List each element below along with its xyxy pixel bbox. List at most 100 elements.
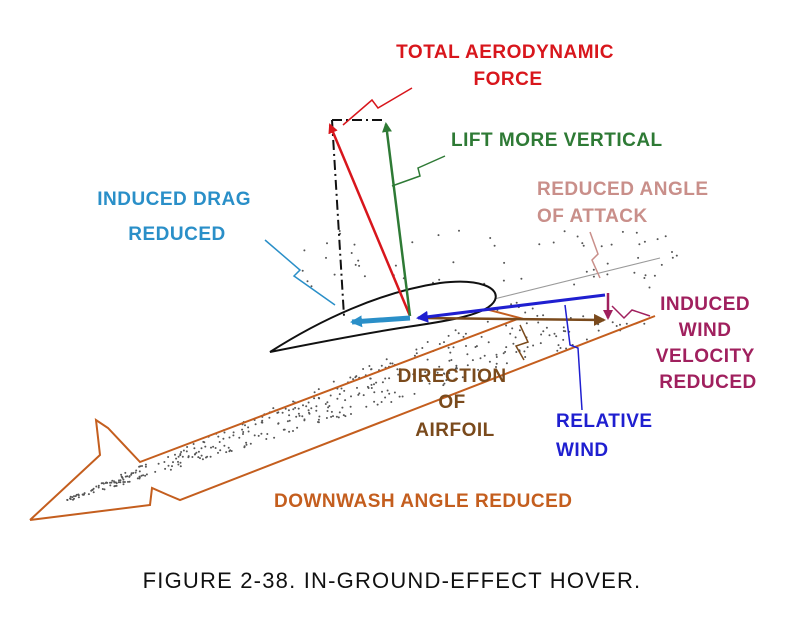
stipple-dot bbox=[197, 456, 200, 459]
stipple-dot bbox=[124, 475, 127, 478]
stipple-dot bbox=[424, 371, 427, 374]
stipple-dot bbox=[502, 352, 505, 355]
stipple-dot bbox=[144, 474, 147, 477]
stipple-dot bbox=[443, 382, 446, 385]
stipple-dot bbox=[157, 462, 160, 465]
stipple-dot bbox=[325, 417, 328, 419]
stipple-dot bbox=[247, 426, 250, 429]
stipple-dot bbox=[671, 251, 673, 253]
stipple-dot bbox=[664, 235, 667, 238]
stipple-dot bbox=[466, 364, 469, 367]
stipple-dot bbox=[357, 393, 360, 396]
stipple-dot bbox=[357, 259, 360, 262]
stipple-dot bbox=[109, 484, 112, 487]
stipple-dot bbox=[635, 231, 638, 234]
stipple-dot bbox=[122, 478, 125, 481]
stipple-dot bbox=[305, 405, 308, 408]
stipple-dot bbox=[447, 346, 450, 349]
stipple-dot bbox=[72, 498, 74, 501]
stipple-dot bbox=[310, 285, 313, 288]
stipple-dot bbox=[330, 415, 333, 418]
stipple-dot bbox=[606, 273, 609, 276]
stipple-dot bbox=[87, 493, 90, 496]
stipple-dot bbox=[342, 414, 345, 417]
stipple-dot bbox=[615, 325, 618, 327]
stipple-dot bbox=[563, 230, 566, 233]
stipple-dot bbox=[483, 354, 486, 357]
stipple-dot bbox=[358, 264, 361, 267]
stipple-dot bbox=[585, 338, 588, 341]
stipple-dot bbox=[193, 453, 196, 456]
stipple-dot bbox=[301, 415, 304, 418]
stipple-dot bbox=[415, 352, 418, 355]
stipple-dot bbox=[242, 433, 244, 435]
stipple-dot bbox=[362, 394, 365, 397]
stipple-dot bbox=[260, 432, 263, 435]
stipple-dot bbox=[438, 365, 441, 368]
stipple-dot bbox=[466, 353, 469, 356]
airfoil-direction-vector bbox=[419, 313, 606, 326]
stipple-dot bbox=[548, 334, 551, 337]
stipple-dot bbox=[398, 368, 401, 371]
stipple-dot bbox=[217, 451, 219, 454]
stipple-dot bbox=[201, 458, 204, 461]
stipple-dot bbox=[244, 424, 246, 427]
stipple-dot bbox=[230, 450, 233, 452]
stipple-dot bbox=[71, 496, 74, 499]
stipple-dot bbox=[277, 422, 280, 425]
stipple-dot bbox=[592, 268, 595, 271]
stipple-dot bbox=[438, 278, 441, 281]
relative-wind-label: RELATIVE WIND bbox=[556, 411, 658, 461]
stipple-dot bbox=[313, 391, 316, 394]
stipple-dot bbox=[545, 326, 548, 329]
airfoil bbox=[269, 280, 497, 353]
stipple-dot bbox=[210, 446, 212, 449]
stipple-dot bbox=[391, 362, 394, 365]
stipple-dot bbox=[145, 473, 148, 476]
stipple-dot bbox=[486, 320, 489, 323]
stipple-dot bbox=[350, 413, 352, 415]
stipple-dot bbox=[381, 381, 384, 384]
stipple-dot bbox=[376, 403, 379, 406]
stipple-dot bbox=[268, 416, 271, 419]
stipple-dot bbox=[179, 461, 182, 464]
stipple-dot bbox=[349, 405, 352, 408]
stipple-dot bbox=[287, 409, 290, 412]
stipple-dot bbox=[524, 311, 527, 314]
stipple-dot bbox=[217, 435, 220, 438]
figure-caption: FIGURE 2-38. IN-GROUND-EFFECT HOVER. bbox=[143, 568, 642, 593]
stipple-dot bbox=[526, 346, 529, 349]
stipple-dot bbox=[401, 395, 404, 398]
stipple-dot bbox=[523, 350, 526, 353]
stipple-dot bbox=[436, 371, 439, 374]
stipple-dot bbox=[140, 474, 143, 477]
stipple-dot bbox=[505, 362, 508, 365]
stipple-dot bbox=[368, 365, 371, 367]
stipple-dot bbox=[515, 351, 518, 353]
relative-wind-vector bbox=[416, 293, 606, 323]
stipple-dot bbox=[455, 366, 458, 369]
stipple-dot bbox=[127, 480, 129, 483]
stipple-dot bbox=[92, 487, 95, 490]
stipple-dot bbox=[177, 455, 180, 458]
stipple-dot bbox=[123, 481, 126, 483]
stipple-dot bbox=[138, 470, 141, 473]
stipple-dot bbox=[449, 351, 452, 354]
stipple-dot bbox=[110, 481, 113, 484]
stipple-dot bbox=[154, 470, 157, 473]
stipple-dot bbox=[493, 244, 496, 247]
stipple-dot bbox=[365, 405, 368, 408]
stipple-dot bbox=[92, 491, 95, 494]
stipple-dot bbox=[120, 473, 123, 476]
stipple-dot bbox=[505, 346, 508, 349]
stipple-dot bbox=[576, 235, 579, 238]
induced-wind-velocity-reduced-label: INDUCED WIND VELOCITY REDUCED bbox=[656, 294, 760, 393]
stipple-dot bbox=[495, 353, 498, 356]
stipple-dot bbox=[520, 277, 523, 280]
stipple-dot bbox=[619, 323, 621, 326]
stipple-dot bbox=[333, 273, 336, 276]
stipple-dot bbox=[179, 453, 182, 455]
stipple-dot bbox=[458, 229, 460, 232]
stipple-dot bbox=[648, 286, 651, 289]
stipple-dot bbox=[163, 461, 166, 463]
